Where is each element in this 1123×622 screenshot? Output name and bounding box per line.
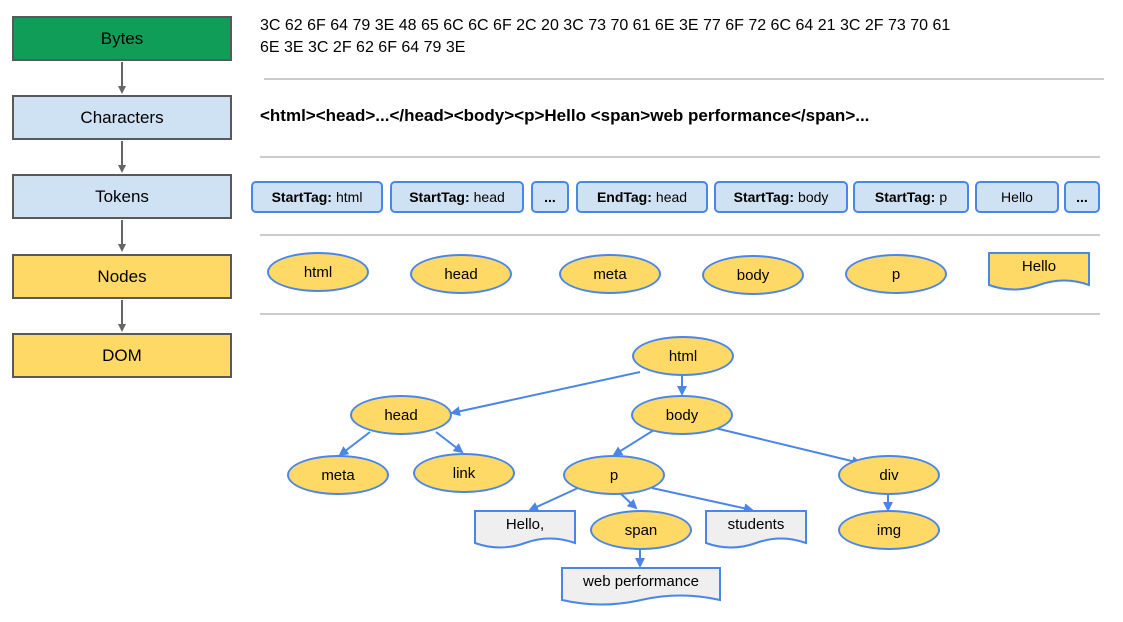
token-name: body — [798, 189, 829, 205]
document-shape-icon — [474, 510, 576, 549]
dom-node-meta: meta — [287, 455, 389, 495]
token-starttag-body: StartTag:body — [714, 181, 848, 213]
characters-text: <html><head>...</head><body><p>Hello <sp… — [260, 106, 870, 125]
token-kind: StartTag: — [874, 189, 936, 205]
stage-bytes: Bytes — [12, 16, 232, 61]
stage-dom-label: DOM — [102, 345, 142, 365]
node-hello-text: Hello — [988, 252, 1090, 292]
bytes-line-1: 3C 62 6F 64 79 3E 48 65 6C 6C 6F 2C 20 3… — [260, 17, 951, 34]
edge-body-div — [714, 427, 862, 466]
token-ellipsis-1: ... — [531, 181, 569, 213]
document-shape-icon — [705, 510, 807, 549]
node-html: html — [267, 252, 369, 292]
stage-nodes-label: Nodes — [97, 266, 147, 286]
token-kind: StartTag: — [409, 189, 470, 205]
dom-node-div: div — [838, 455, 940, 495]
edge-p-students — [651, 487, 754, 514]
dom-node-html: html — [632, 336, 734, 376]
node-p: p — [845, 254, 947, 294]
token-name: html — [335, 189, 363, 205]
token-kind: StartTag: — [271, 189, 332, 205]
token-endtag-head: EndTag:head — [576, 181, 708, 213]
dom-node-hello-text: Hello, — [474, 510, 576, 550]
edge-html-head — [450, 371, 641, 417]
token-name: ... — [1076, 189, 1088, 205]
dom-node-students-label: students — [727, 516, 785, 533]
token-name: head — [655, 189, 688, 205]
stage-characters: Characters — [12, 95, 232, 140]
node-meta: meta — [559, 254, 661, 294]
token-name: Hello — [1001, 189, 1033, 205]
token-kind: StartTag: — [733, 189, 795, 205]
dom-node-webperf-text: web performance — [561, 567, 721, 607]
dom-node-span: span — [590, 510, 692, 550]
dom-node-students-text: students — [705, 510, 807, 550]
stage-bytes-label: Bytes — [100, 28, 144, 48]
node-body: body — [702, 255, 804, 295]
dom-node-body: body — [631, 395, 733, 435]
token-starttag-p: StartTag:p — [853, 181, 969, 213]
token-name: p — [939, 189, 948, 205]
dom-node-img: img — [838, 510, 940, 550]
node-head: head — [410, 254, 512, 294]
edge-head-link — [435, 431, 464, 454]
edge-p-hello — [528, 487, 579, 512]
dom-node-p: p — [563, 455, 665, 495]
document-shape-icon — [561, 567, 721, 606]
token-starttag-html: StartTag:html — [251, 181, 383, 213]
bytes-line-2: 6E 3E 3C 2F 62 6F 64 79 3E — [260, 39, 466, 56]
stage-tokens: Tokens — [12, 174, 232, 219]
dom-node-webperf-label: web performance — [583, 573, 699, 590]
stage-characters-label: Characters — [80, 107, 164, 127]
edge-head-meta — [338, 431, 371, 457]
stage-nodes: Nodes — [12, 254, 232, 299]
token-ellipsis-2: ... — [1064, 181, 1100, 213]
document-shape-icon — [988, 252, 1090, 291]
token-starttag-head: StartTag:head — [390, 181, 524, 213]
dom-node-head: head — [350, 395, 452, 435]
dom-node-link: link — [413, 453, 515, 493]
edge-p-span — [619, 492, 638, 510]
token-hello: Hello — [975, 181, 1059, 213]
token-name: ... — [544, 189, 556, 205]
stage-tokens-label: Tokens — [95, 186, 149, 206]
stage-dom: DOM — [12, 333, 232, 378]
token-kind: EndTag: — [596, 189, 652, 205]
edge-body-p — [612, 429, 655, 457]
dom-node-hello-label: Hello, — [505, 516, 545, 533]
node-hello-label: Hello — [1021, 258, 1057, 275]
token-name: head — [473, 189, 505, 205]
